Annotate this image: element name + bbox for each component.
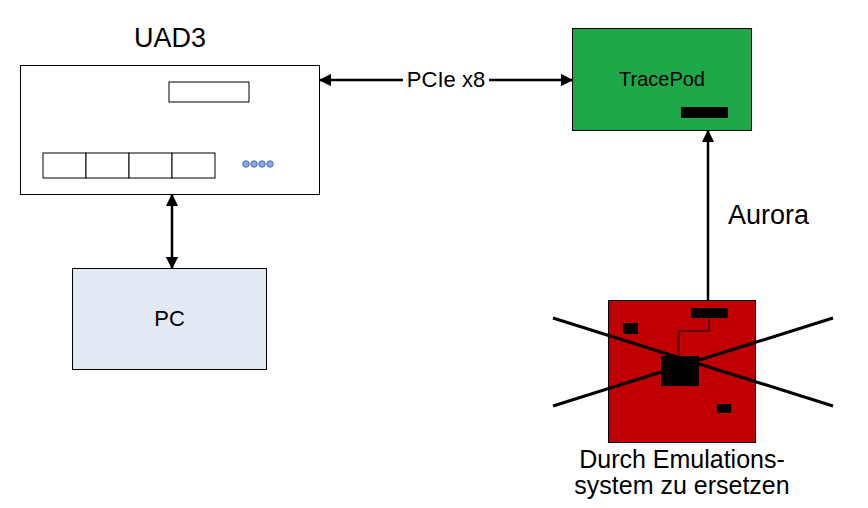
computer-box: PC: [72, 268, 267, 370]
box-label: PC: [154, 306, 185, 332]
box-label: TracePod: [619, 68, 705, 91]
cross-out-line: [553, 318, 833, 406]
cross-out-line: [553, 318, 833, 406]
device-box: UAD3: [20, 65, 320, 195]
board-component: [623, 323, 638, 334]
module-slot: [129, 153, 172, 178]
box-heading: UAD3: [21, 23, 319, 54]
led: [267, 161, 274, 168]
device-front-panel: [21, 66, 321, 196]
led: [259, 161, 266, 168]
module-slot: [172, 153, 215, 178]
led: [243, 161, 250, 168]
target-board: Durch Emulations- system zu ersetzen: [608, 300, 756, 443]
connector: [707, 131, 710, 300]
aurora-connector: [681, 107, 728, 118]
connector: [171, 195, 174, 268]
board-trace: [679, 318, 709, 359]
board-component: [717, 404, 731, 413]
edge-label: PCIe x8: [403, 67, 489, 93]
board-connector: [691, 308, 728, 318]
target-board-art: [609, 301, 757, 444]
display-slot: [169, 82, 249, 102]
module-slot: [43, 153, 86, 178]
edge-label: Aurora: [724, 200, 813, 231]
module-slot: [86, 153, 129, 178]
led: [251, 161, 258, 168]
box-heading: Durch Emulations- system zu ersetzen: [562, 446, 802, 499]
tracepod-box: TracePod: [572, 28, 752, 131]
